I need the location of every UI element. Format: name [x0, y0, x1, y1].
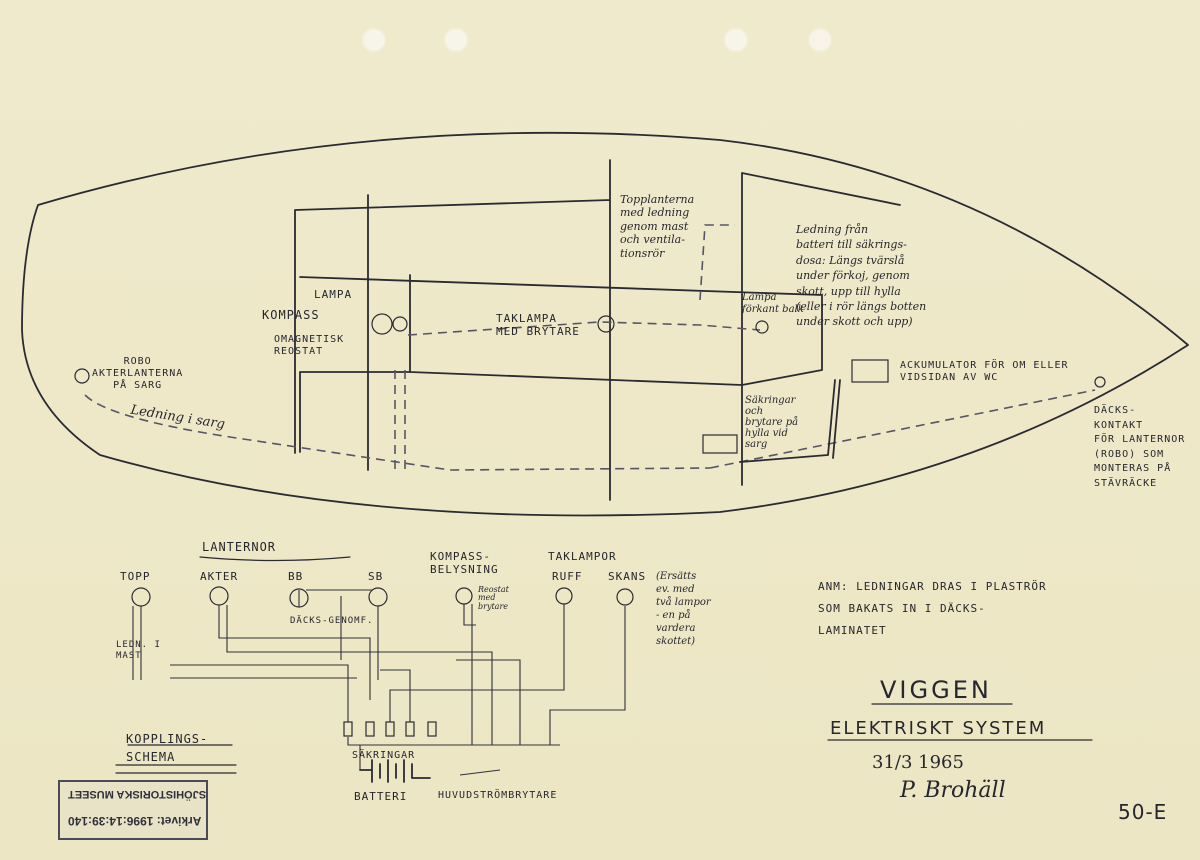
ledning-mast-label: LEDN. I MAST [116, 640, 161, 661]
ackumulator-label: ACKUMULATOR FÖR OM ELLER VIDSIDAN AV WC [900, 360, 1069, 383]
reostat-label: OMAGNETISK REOSTAT [274, 334, 345, 357]
lamp-akter-icon [209, 586, 229, 606]
drawing-subtitle: ELEKTRISKT SYSTEM [830, 718, 1047, 739]
kopplingsschema-underline [115, 744, 237, 774]
batteri-label: BATTERI [354, 790, 408, 803]
museum-stamp: SJÖHISTORISKA MUSEET Arkivet: 1996:14:39… [58, 780, 208, 840]
kompass-label: KOMPASS [262, 308, 320, 322]
kompassbelysning-label: KOMPASS- BELYSNING [430, 550, 499, 577]
compass-icon [371, 313, 393, 335]
reostat-brytare-label: Reostat med brytare [478, 585, 509, 611]
lampa-forkant-label: Lampa förkant balk [742, 292, 804, 316]
cable-run-roof [394, 224, 761, 470]
akterlanterna-label: ROBO AKTERLANTERNA PÅ SARG [92, 356, 184, 391]
drawing-title: VIGGEN [880, 676, 992, 704]
sakringar-hull-label: Säkringar och brytare på hylla vid sarg [745, 395, 799, 450]
bb-label: BB [288, 570, 304, 583]
punch-hole [726, 30, 746, 50]
punch-hole [364, 30, 384, 50]
forward-lamp-icon [755, 320, 769, 334]
deck-socket-icon [1094, 376, 1106, 388]
akter-label: AKTER [200, 570, 239, 583]
lanternor-brace [199, 556, 351, 562]
topp-label: TOPP [120, 570, 151, 583]
ledning-fran-batteri-note: Ledning från batteri till säkrings- dosa… [796, 223, 927, 329]
ceiling-lamp-icon [597, 315, 615, 333]
schematic-wires [132, 589, 626, 776]
ruff-label: RUFF [552, 570, 583, 583]
stamp-museum-name: SJÖHISTORISKA MUSEET [68, 788, 207, 800]
stern-lantern-icon [74, 368, 90, 384]
lamp-sb-icon [368, 587, 388, 607]
battery-symbol [359, 759, 431, 783]
taklampor-label: TAKLAMPOR [548, 550, 617, 563]
anm-note: ANM: LEDNINGAR DRAS I PLASTRÖR SOM BAKAT… [818, 580, 1047, 637]
topplanterna-label: Topplanterna med ledning genom mast och … [620, 193, 695, 260]
bulkhead-lines [294, 159, 901, 501]
fuse-box-icon [702, 434, 738, 454]
stamp-archive-number: Arkivet: 1996:14:39:140 [68, 814, 202, 828]
dackskontakt-label: DÄCKS- KONTAKT FÖR LANTERNOR (ROBO) SOM … [1094, 405, 1186, 489]
fuse-row [343, 721, 437, 737]
lamp-kompass-icon [455, 587, 473, 605]
accumulator-icon [851, 359, 889, 383]
punch-hole [446, 30, 466, 50]
punch-hole [810, 30, 830, 50]
ersatts-note: (Ersätts ev. med två lampor - en på vard… [656, 571, 711, 647]
signature: P. Brohäll [900, 778, 1006, 803]
lamp-topp-icon [131, 587, 151, 607]
drawing-number: 50-E [1118, 800, 1168, 824]
lamp-skans-icon [616, 588, 634, 606]
sakringar-label: SÄKRINGAR [352, 750, 416, 761]
lamp-icon [392, 316, 408, 332]
sb-label: SB [368, 570, 384, 583]
huvudstrombrytare-label: HUVUDSTRÖMBRYTARE [438, 790, 558, 801]
drawing-date: 31/3 1965 [872, 752, 964, 773]
lampa-label: LAMPA [314, 288, 353, 301]
skans-label: SKANS [608, 570, 647, 583]
battery-cable [739, 379, 841, 463]
kopplingsschema-label: KOPPLINGS- SCHEMA [126, 732, 209, 764]
cable-run-sarg [84, 389, 1096, 471]
lanternor-label: LANTERNOR [202, 540, 277, 554]
taklampa-label: TAKLAMPA MED BRYTARE [496, 312, 580, 339]
dacksgenomforing-label: DÄCKS-GENOMF. [290, 616, 374, 626]
lamp-ruff-icon [555, 587, 573, 605]
title-underline [827, 703, 1093, 741]
hull-outline [21, 131, 1189, 517]
